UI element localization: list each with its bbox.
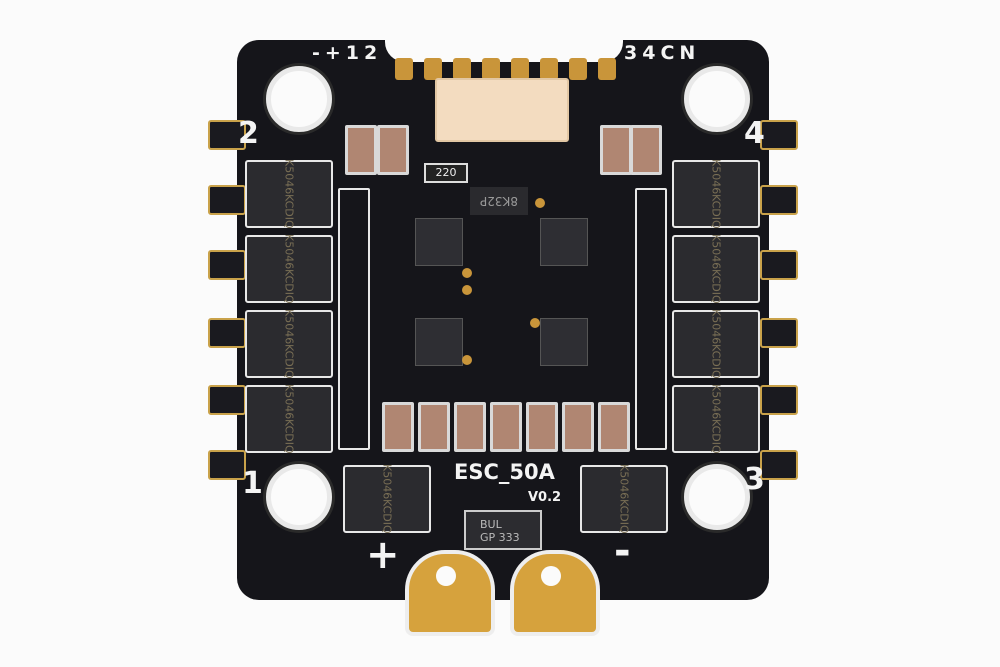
mosfet-marking: K5046 — [709, 234, 723, 270]
mosfet-marking: K5046 — [282, 384, 296, 420]
mosfet-marking: KCDIQ — [709, 344, 723, 379]
resistor: 220 — [424, 163, 468, 183]
diode-marking-2: GP 333 — [480, 531, 520, 544]
mosfet-marking: K5046 — [282, 159, 296, 195]
motor-label-4: 4 — [744, 116, 765, 151]
pad-hole — [436, 566, 456, 586]
power-trace — [338, 188, 370, 450]
capacitor — [630, 125, 662, 175]
mosfet-marking: KCDIQ — [282, 269, 296, 304]
capacitor — [382, 402, 414, 452]
signal-pad — [453, 58, 471, 80]
gate-driver-chip — [540, 318, 588, 366]
power-minus-label: - — [614, 528, 631, 574]
version-label: V0.2 — [528, 490, 562, 505]
mosfet-marking: K5046 — [617, 464, 631, 500]
mount-hole-bottom-right — [684, 464, 750, 530]
signal-pad — [424, 58, 442, 80]
mosfet-marking: KCDIQ — [282, 194, 296, 229]
signal-pad — [395, 58, 413, 80]
via — [462, 285, 472, 295]
via — [462, 268, 472, 278]
mosfet-marking: KCDIQ — [380, 499, 394, 534]
mount-hole-top-right — [684, 66, 750, 132]
battery-pad-negative[interactable] — [510, 550, 600, 636]
capacitor — [526, 402, 558, 452]
capacitor — [377, 125, 409, 175]
heatsink-fin — [760, 185, 798, 215]
protection-diode: BUL GP 333 — [464, 510, 542, 550]
capacitor — [345, 125, 377, 175]
mosfet-marking: K5046 — [282, 309, 296, 345]
voltage-regulator: 8K32P — [470, 187, 528, 215]
motor-label-3: 3 — [744, 462, 765, 497]
signal-pad — [482, 58, 500, 80]
motor-label-1: 1 — [242, 466, 263, 501]
mount-hole-bottom-left — [266, 464, 332, 530]
capacitor — [490, 402, 522, 452]
capacitor — [454, 402, 486, 452]
heatsink-fin — [208, 318, 246, 348]
heatsink-fin — [208, 250, 246, 280]
via — [462, 355, 472, 365]
diode-marking-1: BUL — [480, 518, 502, 531]
gate-driver-chip — [415, 218, 463, 266]
via — [535, 198, 545, 208]
mosfet-marking: K5046 — [709, 159, 723, 195]
heatsink-fin — [760, 120, 798, 150]
via — [530, 318, 540, 328]
heatsink-fin — [760, 450, 798, 480]
signal-pad — [569, 58, 587, 80]
capacitor — [598, 402, 630, 452]
mosfet-marking: K5046 — [709, 384, 723, 420]
capacitor — [418, 402, 450, 452]
signal-connector[interactable] — [435, 78, 569, 142]
mosfet-marking: KCDIQ — [709, 269, 723, 304]
signal-pad — [511, 58, 529, 80]
mosfet-marking: KCDIQ — [282, 419, 296, 454]
gate-driver-chip — [415, 318, 463, 366]
pad-hole — [541, 566, 561, 586]
mosfet-marking: KCDIQ — [282, 344, 296, 379]
signal-pad — [598, 58, 616, 80]
heatsink-fin — [208, 120, 246, 150]
mount-hole-top-left — [266, 66, 332, 132]
signal-pad — [540, 58, 558, 80]
mosfet-marking: KCDIQ — [709, 419, 723, 454]
heatsink-fin — [760, 250, 798, 280]
top-notch — [385, 40, 623, 62]
gate-driver-chip — [540, 218, 588, 266]
power-trace — [635, 188, 667, 450]
capacitor — [562, 402, 594, 452]
heatsink-fin — [760, 385, 798, 415]
capacitor — [600, 125, 632, 175]
mosfet-marking: K5046 — [282, 234, 296, 270]
heatsink-fin — [208, 450, 246, 480]
mosfet-marking: K5046 — [709, 309, 723, 345]
heatsink-fin — [760, 318, 798, 348]
signal-label-left: -+12 — [312, 42, 383, 64]
mosfet-marking: KCDIQ — [709, 194, 723, 229]
power-plus-label: + — [366, 532, 400, 578]
motor-label-2: 2 — [238, 116, 259, 151]
mosfet-marking: KCDIQ — [617, 499, 631, 534]
battery-pad-positive[interactable] — [405, 550, 495, 636]
model-label: ESC_50A — [454, 460, 555, 484]
signal-label-right: 34CN — [624, 42, 701, 64]
heatsink-fin — [208, 185, 246, 215]
mosfet-marking: K5046 — [380, 464, 394, 500]
heatsink-fin — [208, 385, 246, 415]
